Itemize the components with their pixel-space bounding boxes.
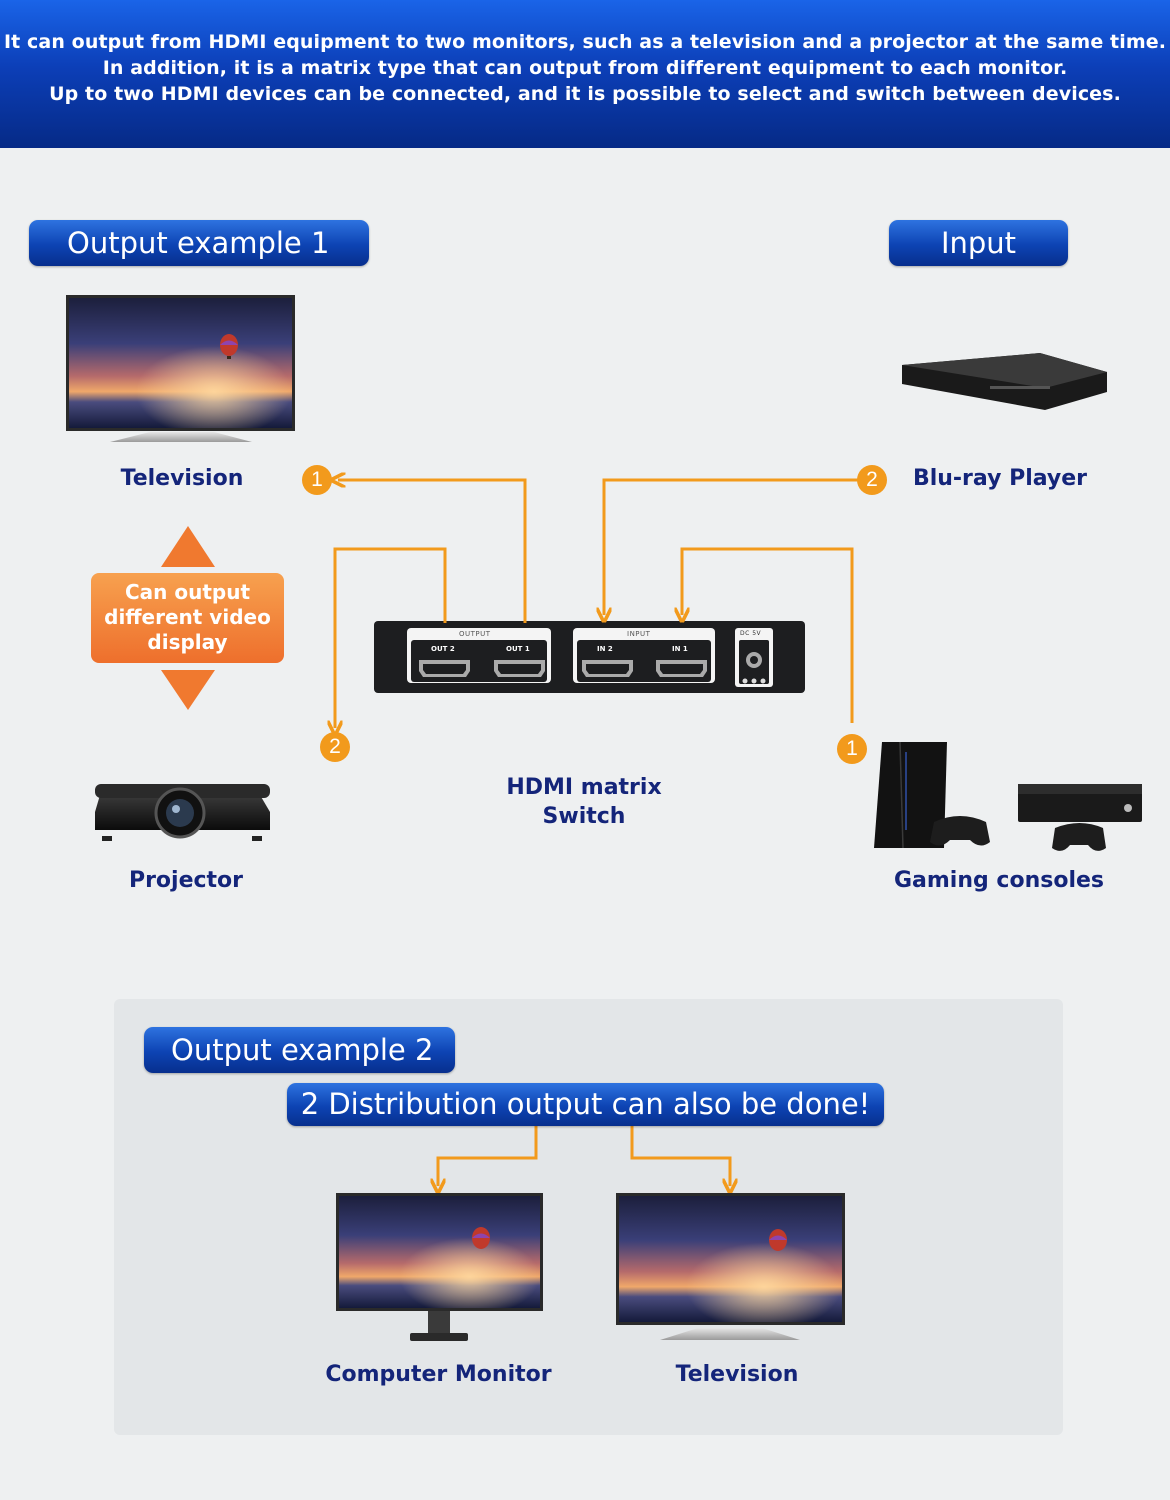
connection-arrows — [335, 480, 858, 728]
distribution-subtitle: 2 Distribution output can also be done! — [287, 1083, 884, 1126]
switch-label-line-1: HDMI matrix — [506, 775, 662, 800]
badge-line-1: Can output — [124, 580, 251, 604]
header-line-3: Up to two HDMI devices can be connected,… — [49, 83, 1121, 105]
port-out2-label: OUT 2 — [431, 645, 455, 653]
output-example-2-title: Output example 2 — [144, 1027, 455, 1073]
projector-label: Projector — [128, 868, 244, 893]
output-example-1-title: Output example 1 — [29, 220, 369, 266]
distribution-arrows — [438, 1126, 730, 1186]
header-banner: It can output from HDMI equipment to two… — [0, 0, 1170, 148]
badge-line-3: display — [147, 630, 228, 654]
up-arrow-icon — [161, 526, 215, 567]
switch-label: HDMI matrix Switch — [479, 773, 689, 831]
port-in2-label: IN 2 — [597, 645, 613, 653]
output-badge-text: Can output different video display — [91, 580, 284, 655]
hdmi-matrix-switch-image — [374, 621, 805, 693]
bluray-label: Blu-ray Player — [912, 466, 1088, 491]
number-1-tv: 1 — [302, 465, 332, 495]
bluray-player-image — [902, 353, 1107, 410]
down-arrow-icon — [161, 670, 215, 710]
television-label: Television — [120, 466, 244, 491]
computer-monitor-label: Computer Monitor — [325, 1362, 552, 1387]
number-2-projector: 2 — [320, 732, 350, 762]
projector-image — [95, 784, 270, 841]
switch-input-section-label: INPUT — [627, 630, 651, 638]
badge-line-2: different video — [104, 605, 271, 629]
gaming-consoles-image — [874, 741, 1142, 851]
gaming-consoles-label: Gaming consoles — [893, 868, 1105, 893]
television-2-image — [616, 1193, 845, 1340]
power-label: DC 5V — [740, 630, 762, 637]
port-in1-label: IN 1 — [672, 645, 688, 653]
port-out1-label: OUT 1 — [506, 645, 530, 653]
switch-output-section-label: OUTPUT — [459, 630, 491, 638]
number-1-consoles: 1 — [837, 734, 867, 764]
output-badge — [91, 573, 284, 663]
header-line-2: In addition, it is a matrix type that ca… — [102, 57, 1068, 79]
television-2-label: Television — [675, 1362, 799, 1387]
television-image — [66, 295, 295, 442]
number-2-bluray: 2 — [857, 465, 887, 495]
header-line-1: It can output from HDMI equipment to two… — [3, 31, 1167, 53]
input-title: Input — [889, 220, 1068, 266]
computer-monitor-image — [336, 1193, 543, 1341]
switch-label-line-2: Switch — [542, 804, 626, 829]
